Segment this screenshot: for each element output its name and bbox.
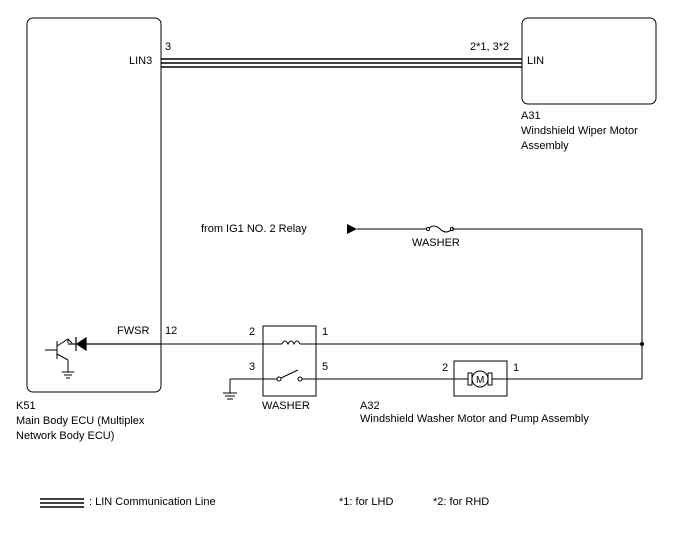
a32-pin-1: 1 [513, 362, 519, 374]
a32-pin-2: 2 [442, 362, 448, 374]
a31-wiper-motor-box [521, 17, 657, 105]
k51-diode-symbol [68, 336, 161, 352]
fuse-source-arrow [347, 224, 357, 234]
k51-name-line1: Main Body ECU (Multiplex [16, 415, 145, 427]
washer-relay-label: WASHER [262, 400, 310, 412]
relay-pin-2: 2 [249, 326, 255, 338]
k51-transistor-symbol [45, 338, 74, 379]
washer-relay-box [262, 325, 317, 397]
fuse-source-label: from IG1 NO. 2 Relay [201, 223, 307, 235]
k51-name-line2: Network Body ECU) [16, 430, 114, 442]
relay-pin-5: 5 [322, 361, 328, 373]
washer-motor-symbol [454, 370, 507, 388]
a32-name: Windshield Washer Motor and Pump Assembl… [360, 413, 589, 425]
a31-terminal-label: LIN [527, 55, 544, 67]
k51-fwsr-pin: 12 [165, 325, 177, 337]
relay-pin-1: 1 [322, 326, 328, 338]
a31-name-line1: Windshield Wiper Motor [521, 125, 638, 137]
legend-lin-line-label: : LIN Communication Line [89, 496, 216, 508]
legend-lin-line-symbol [40, 498, 84, 508]
k51-ecu-box [26, 17, 162, 393]
a31-name-line2: Assembly [521, 140, 569, 152]
washer-motor-m: M [476, 375, 484, 386]
a31-id: A31 [521, 110, 541, 122]
k51-fwsr-label: FWSR [117, 325, 149, 337]
lin-communication-line [161, 58, 522, 68]
washer-relay-coil [263, 340, 316, 346]
legend-note-lhd: *1: for LHD [339, 496, 393, 508]
relay-pin-3: 3 [249, 361, 255, 373]
fuse-wiring [357, 225, 643, 379]
fuse-label: WASHER [412, 237, 460, 249]
ground-symbol [223, 378, 240, 400]
washer-relay-switch [240, 369, 316, 382]
a32-id: A32 [360, 400, 380, 412]
a31-pin-label: 2*1, 3*2 [470, 41, 509, 53]
k51-lin-pin: 3 [165, 41, 171, 53]
k51-id: K51 [16, 400, 36, 412]
k51-lin-label: LIN3 [129, 55, 152, 67]
legend-note-rhd: *2: for RHD [433, 496, 489, 508]
